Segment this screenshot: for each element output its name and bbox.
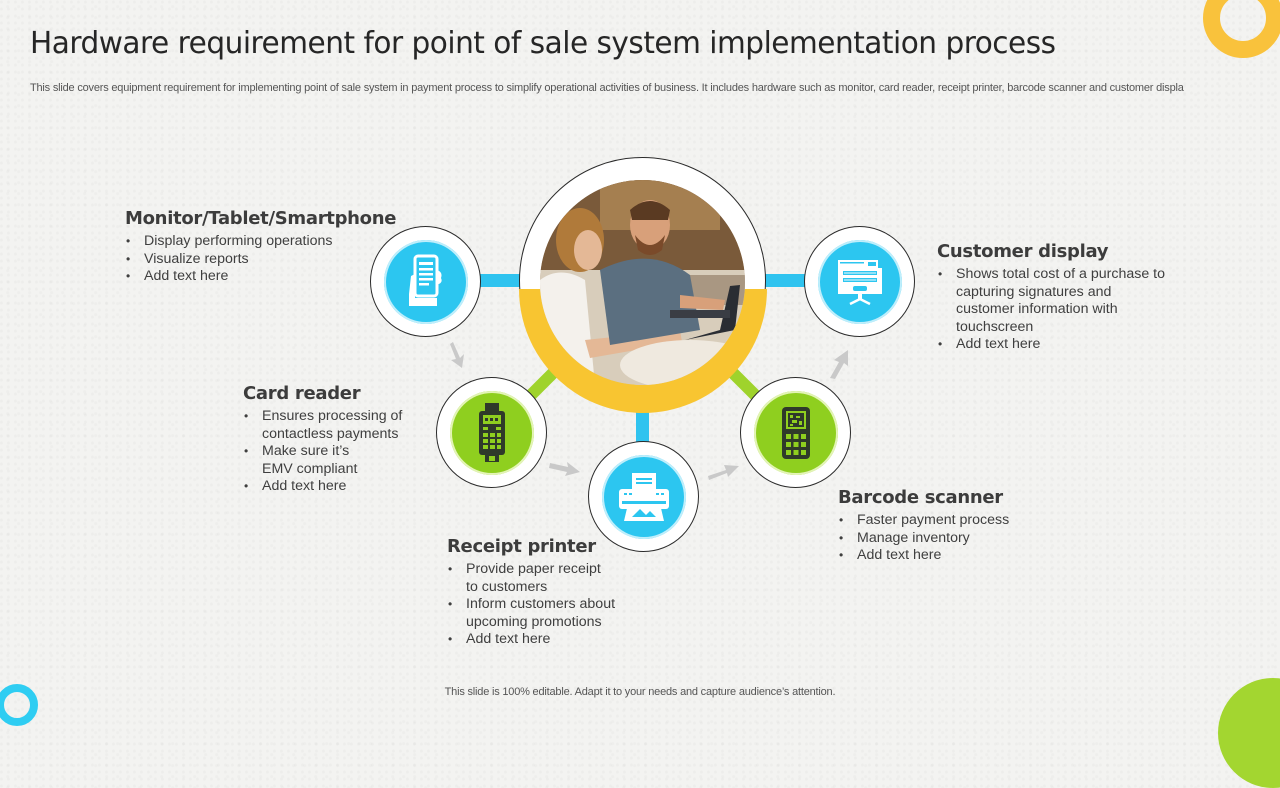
card-payment-terminal-icon xyxy=(479,403,505,462)
text-block-customer-display: Customer display Shows total cost of a p… xyxy=(937,241,1169,354)
decorative-yellow-ring xyxy=(1203,0,1280,58)
bullet: Ensures processing of contactless paymen… xyxy=(243,408,418,443)
smartphone-in-hand-icon xyxy=(409,254,442,306)
bullet: Make sure it’s EMV compliant xyxy=(243,443,372,478)
text-block-barcode-scanner: Barcode scanner Faster payment process M… xyxy=(838,487,1038,565)
bullet: Add text here xyxy=(125,268,385,286)
node-title: Monitor/Tablet/Smartphone xyxy=(125,208,397,229)
bullet: Provide paper receipt to customers xyxy=(447,561,616,596)
arrow-up-icon xyxy=(830,350,848,379)
connector-monitor xyxy=(478,274,526,287)
bullet: Add text here xyxy=(838,547,1038,565)
node-monitor[interactable] xyxy=(370,226,481,337)
slide-title: Hardware requirement for point of sale s… xyxy=(30,26,1056,61)
slide-footer-note: This slide is 100% editable. Adapt it to… xyxy=(444,686,836,698)
node-card-reader[interactable] xyxy=(436,377,547,488)
bullet: Visualize reports xyxy=(125,251,385,269)
node-title: Barcode scanner xyxy=(838,487,1003,508)
center-photo xyxy=(540,180,745,385)
people-working-on-laptops-photo xyxy=(540,180,745,385)
text-block-card-reader: Card reader Ensures processing of contac… xyxy=(243,383,418,496)
bullet: Display performing operations xyxy=(125,233,385,251)
bullet: Manage inventory xyxy=(838,530,1038,548)
node-title: Receipt printer xyxy=(447,536,596,557)
bullet: Inform customers about upcoming promotio… xyxy=(447,596,632,631)
bullet: Faster payment process xyxy=(838,512,1038,530)
connector-customer-display xyxy=(762,274,808,287)
node-title: Customer display xyxy=(937,241,1109,262)
bullet: Add text here xyxy=(447,631,632,649)
node-customer-display[interactable] xyxy=(804,226,915,337)
node-title: Card reader xyxy=(243,383,361,404)
arrow-right-icon xyxy=(549,462,580,476)
bullet: Shows total cost of a purchase to captur… xyxy=(937,266,1169,336)
text-block-receipt-printer: Receipt printer Provide paper receipt to… xyxy=(447,536,632,649)
bullet: Add text here xyxy=(243,478,418,496)
customer-display-screen-icon xyxy=(838,260,882,306)
arrow-right-up-icon xyxy=(708,465,739,480)
slide-subtitle: This slide covers equipment requirement … xyxy=(30,82,1184,94)
arrow-down-icon xyxy=(450,342,464,368)
printer-icon xyxy=(619,473,669,521)
text-block-monitor: Monitor/Tablet/Smartphone Display perfor… xyxy=(125,208,396,286)
barcode-scanner-icon xyxy=(782,407,810,459)
bullet: Add text here xyxy=(937,336,1169,354)
node-barcode-scanner[interactable] xyxy=(740,377,851,488)
node-receipt-printer[interactable] xyxy=(588,441,699,552)
connector-receipt-printer xyxy=(636,408,649,444)
